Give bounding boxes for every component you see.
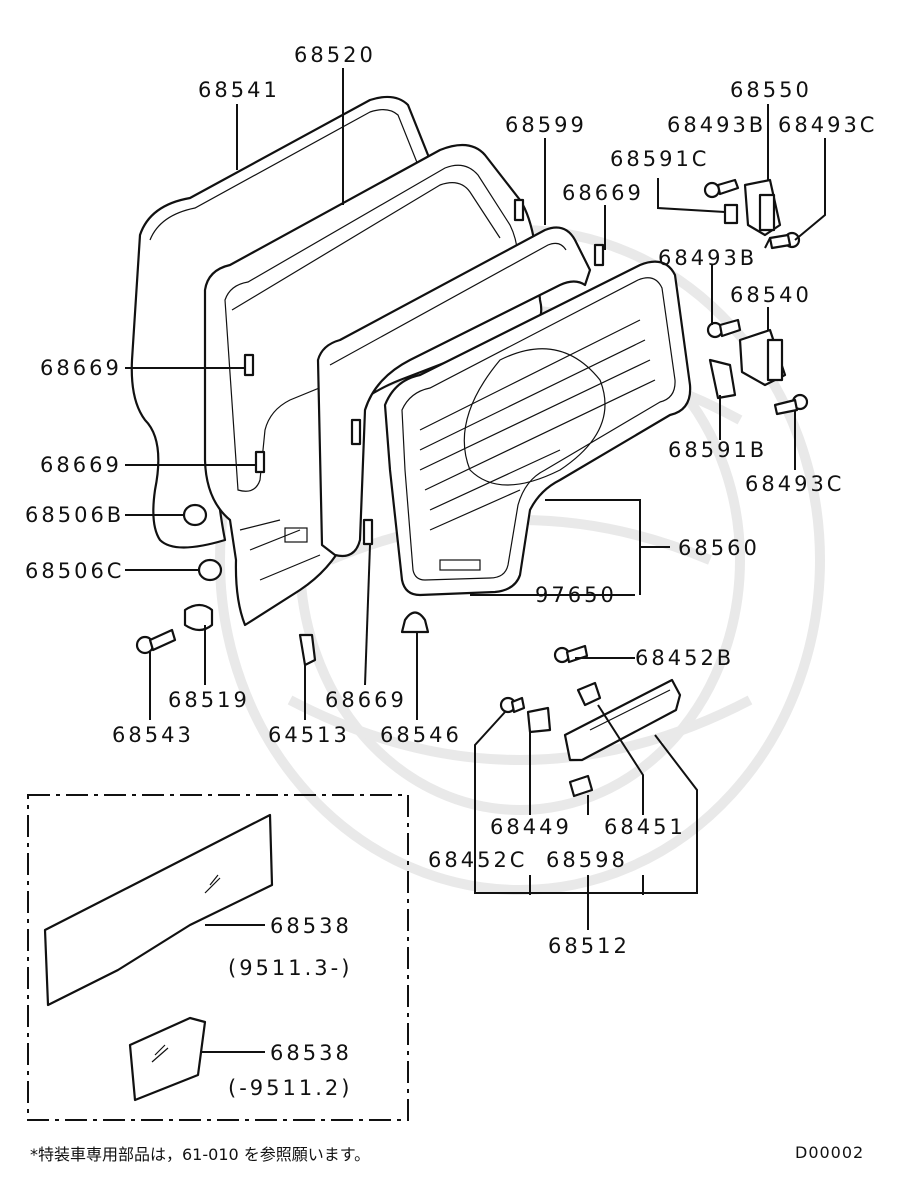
label-68550: 68550 [730,78,812,102]
label-68591C: 68591C [610,147,709,171]
label-68599: 68599 [505,113,587,137]
weatherstrip-68599 [316,226,592,558]
label-68669-left-2: 68669 [40,453,122,477]
glass-assembly-68560 [383,260,692,597]
label-68546: 68546 [380,723,462,747]
label-68541: 68541 [198,78,280,102]
footnote: *特装車専用部品は，61-010 を参照願います。 [30,1145,370,1164]
label-68493B-mid: 68493B [658,246,757,270]
label-68540: 68540 [730,283,812,307]
label-68520: 68520 [294,43,376,67]
label-68493B-top: 68493B [667,113,766,137]
small-parts-left [135,503,430,667]
label-68538-b: 68538 [270,1041,352,1065]
garnish-68512 [499,644,682,798]
hinge-68550 [703,178,801,250]
label-68519: 68519 [168,688,250,712]
label-68560: 68560 [678,536,760,560]
label-68451: 68451 [604,815,686,839]
bumper-68669-group [243,198,605,546]
label-date-b: (-9511.2) [228,1076,352,1100]
label-68591B: 68591B [668,438,767,462]
label-68669-left-1: 68669 [40,356,122,380]
label-68598: 68598 [546,848,628,872]
label-68452B: 68452B [635,646,734,670]
label-68506C: 68506C [25,559,124,583]
label-68506B: 68506B [25,503,124,527]
leader-lines [125,68,826,930]
hinge-68540 [706,318,809,416]
label-68449: 68449 [490,815,572,839]
label-97650: 97650 [535,583,617,607]
label-68452C: 68452C [428,848,527,872]
label-64513: 64513 [268,723,350,747]
diagram-code: D00002 [795,1143,864,1162]
label-68512: 68512 [548,934,630,958]
label-68669-top-right: 68669 [562,181,644,205]
label-68493C-top: 68493C [778,113,877,137]
label-68669-bottom: 68669 [325,688,407,712]
optional-parts-box [27,794,409,1121]
label-68493C-bottom: 68493C [745,472,844,496]
label-68543: 68543 [112,723,194,747]
label-date-a: (9511.3-) [228,956,352,980]
part-labels: 68541 68520 68599 68550 68493B 68493C 68… [25,43,877,1100]
label-68538-a: 68538 [270,914,352,938]
